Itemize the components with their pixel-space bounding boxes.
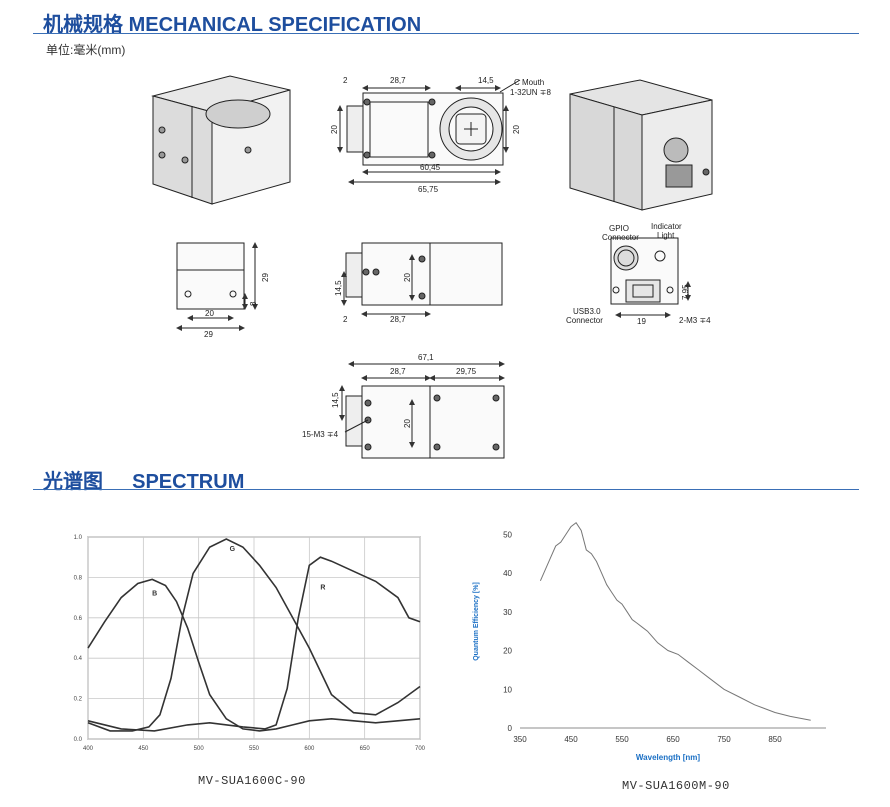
- dim-29-75: 29,75: [456, 367, 477, 376]
- dim-29-front: 29: [204, 330, 213, 339]
- cmount-note-1: C Mouth: [514, 78, 544, 87]
- mono-x-tick-label: 850: [768, 735, 782, 744]
- mono-x-tick-label: 450: [564, 735, 578, 744]
- side-view-middle: [341, 242, 503, 317]
- mech-section-title: 机械规格 MECHANICAL SPECIFICATION: [43, 8, 421, 37]
- dim-20-mid: 20: [403, 273, 412, 282]
- dim-20-bot: 20: [403, 419, 412, 428]
- color-series-G-line: [87, 538, 421, 732]
- color-curve-label-B: B: [152, 591, 157, 598]
- spectrum-title-en: SPECTRUM: [132, 471, 245, 493]
- dim-28-7-mid: 28,7: [390, 315, 406, 324]
- dim-65-75: 65,75: [418, 185, 439, 194]
- side-view-top: [337, 79, 521, 185]
- mono-spectrum-chart: 350 450 550 650 750 850 0 10 20 30 40 50Wavelength …: [473, 521, 826, 762]
- dim-28-7-top: 28,7: [390, 76, 406, 85]
- mono-y-tick-label: 10: [503, 685, 512, 694]
- color-y-tick-label: 0.4: [74, 656, 83, 662]
- iso-view-rear: [569, 79, 713, 211]
- indicator-label-1: Indicator: [651, 222, 682, 231]
- dim-2-top: 2: [343, 76, 348, 85]
- spectrum-title-rule: [33, 489, 859, 490]
- dim-67-1: 67,1: [418, 353, 434, 362]
- gpio-label-1: GPIO: [609, 224, 629, 233]
- color-spectrum-chart: 400 450 500 550 600 650 700 0.0 0.2 0.4 0.6 0.8 1.0B…: [74, 535, 426, 752]
- usb-label-1: USB3.0: [573, 307, 601, 316]
- side-view-top-labels: 2 28,7 14,5 C Mouth 1-32UN ∓8 60,45 65,7…: [330, 76, 551, 194]
- front-view-square: [176, 242, 258, 331]
- mechanical-drawings: 2 28,7 14,5 C Mouth 1-32UN ∓8 60,45 65,7…: [151, 75, 713, 459]
- dim-2-mid: 2: [343, 315, 348, 324]
- dim-20-front: 20: [205, 309, 214, 318]
- side-view-bottom-labels: 67,1 28,7 29,75 20 14,5 15-M3 ∓4: [302, 353, 477, 439]
- mono-y-tick-label: 40: [503, 569, 512, 578]
- m3-15-label: 15-M3 ∓4: [302, 430, 339, 439]
- color-x-tick-label: 650: [360, 746, 371, 752]
- side-view-bottom: [339, 361, 505, 459]
- rear-view: [610, 237, 691, 318]
- side-view-middle-labels: 2 28,7 20 14,5: [334, 273, 412, 324]
- color-y-tick-label: 0.6: [74, 616, 83, 622]
- indicator-label-2: Light: [657, 231, 675, 240]
- m3-2-label: 2-M3 ∓4: [679, 316, 711, 325]
- color-series-R-line: [87, 556, 421, 732]
- color-x-tick-label: 450: [138, 746, 149, 752]
- rear-view-labels: GPIO Connector Indicator Light USB3.0 Co…: [566, 222, 711, 326]
- dim-20-left: 20: [330, 125, 339, 134]
- color-x-tick-label: 500: [194, 746, 205, 752]
- mono-y-tick-label: 30: [503, 608, 512, 617]
- mech-title-cn: 机械规格: [43, 14, 123, 36]
- color-y-tick-label: 0.0: [74, 737, 83, 743]
- dim-14-5-top: 14,5: [478, 76, 494, 85]
- spectrum-title-cn: 光谱图: [43, 471, 103, 493]
- mono-x-tick-label: 650: [666, 735, 680, 744]
- mono-y-tick-label: 0: [508, 724, 513, 733]
- iso-view-front: [151, 75, 291, 205]
- unit-label: 单位:毫米(mm): [46, 43, 126, 57]
- dim-7-95: 7,95: [681, 284, 690, 300]
- mono-x-tick-label: 350: [513, 735, 527, 744]
- color-curve-label-G: G: [230, 546, 236, 553]
- usb-label-2: Connector: [566, 316, 603, 325]
- mono-x-tick-label: 750: [717, 735, 731, 744]
- dim-60-45: 60,45: [420, 163, 441, 172]
- mono-chart-caption: MV-SUA1600M-90: [622, 779, 730, 793]
- dim-20-right: 20: [512, 125, 521, 134]
- gpio-label-2: Connector: [602, 233, 639, 242]
- dim-19: 19: [637, 317, 646, 326]
- color-x-tick-label: 550: [249, 746, 260, 752]
- cmount-note-2: 1-32UN ∓8: [510, 88, 551, 97]
- dim-29-vert: 29: [261, 273, 270, 282]
- color-curve-label-R: R: [320, 585, 325, 592]
- dim-14-5-mid: 14,5: [334, 280, 343, 296]
- dim-14-5-bot: 14,5: [331, 392, 340, 408]
- mono-y-axis-title: Quantum Efficiency [%]: [473, 582, 480, 661]
- color-y-tick-label: 1.0: [74, 535, 83, 541]
- mono-qe-line: [539, 521, 811, 721]
- mono-y-tick-label: 50: [503, 530, 512, 539]
- color-y-tick-label: 0.2: [74, 697, 83, 703]
- mech-title-rule: [33, 33, 859, 34]
- mono-x-tick-label: 550: [615, 735, 629, 744]
- color-series-B-line: [87, 578, 421, 732]
- mech-title-en: MECHANICAL SPECIFICATION: [128, 14, 422, 36]
- color-chart-caption: MV-SUA1600C-90: [198, 774, 306, 788]
- color-x-tick-label: 700: [415, 746, 426, 752]
- color-y-tick-label: 0.8: [74, 575, 83, 581]
- dim-8: 8: [249, 301, 258, 306]
- front-view-labels: 20 29 29 8: [204, 273, 270, 339]
- color-x-tick-label: 400: [83, 746, 94, 752]
- dim-28-7-bot: 28,7: [390, 367, 406, 376]
- mono-y-tick-label: 20: [503, 647, 512, 656]
- mono-x-axis-title: Wavelength [nm]: [636, 753, 700, 762]
- spectrum-section-title: 光谱图 SPECTRUM: [43, 465, 244, 494]
- color-x-tick-label: 600: [304, 746, 315, 752]
